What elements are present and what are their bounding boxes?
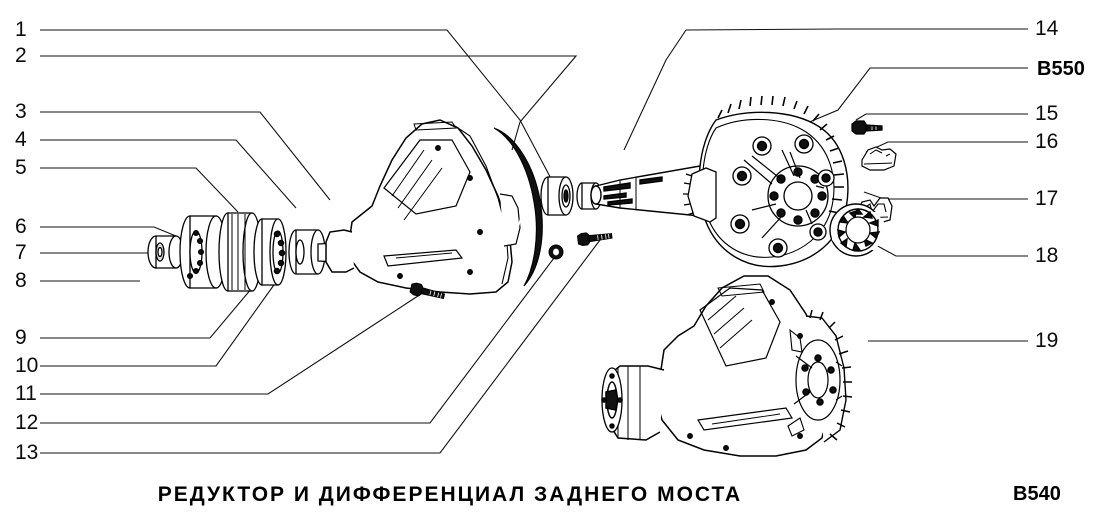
- callout-label-9: 9: [15, 326, 27, 349]
- callout-label-11: 11: [15, 382, 37, 405]
- callout-label-14: 14: [1035, 17, 1059, 40]
- carrier-gasket: [493, 127, 543, 287]
- callout-label-15: 15: [1035, 102, 1059, 125]
- sheet-code-label: B540: [1013, 483, 1061, 505]
- callout-label-16: 16: [1035, 130, 1059, 153]
- pinion-shaft-assembly: [147, 212, 344, 292]
- loose-bolts-and-washers: [409, 229, 613, 303]
- final-drive-assembly: [601, 275, 853, 457]
- callout-label-17: 17: [1035, 187, 1059, 210]
- callout-label-8: 8: [15, 269, 27, 292]
- callout-label-19: 19: [1035, 329, 1059, 352]
- callout-label-1: 1: [15, 18, 27, 41]
- lock-plate-16: [861, 146, 897, 171]
- ring-nut-adjuster-18: [829, 203, 884, 257]
- callout-label-18: 18: [1035, 244, 1059, 267]
- callout-label-10: 10: [15, 354, 39, 377]
- diagram-title: РЕДУКТОР И ДИФФЕРЕНЦИАЛ ЗАДНЕГО МОСТА: [157, 483, 743, 506]
- callout-label-3: 3: [15, 100, 27, 123]
- leader-lines-left: [40, 29, 601, 454]
- small-hardware-parts: [851, 120, 897, 225]
- callout-label-12: 12: [15, 411, 39, 434]
- lock-washer-13: [548, 244, 564, 260]
- callout-label-5: 5: [15, 156, 27, 179]
- callout-label-6: 6: [15, 215, 27, 238]
- cap-bolt-15: [851, 120, 883, 135]
- callout-label-13: 13: [15, 441, 39, 464]
- inset-code-label: B550: [1037, 58, 1085, 80]
- callout-label-4: 4: [15, 128, 27, 151]
- callout-label-2: 2: [15, 44, 27, 67]
- carrier-housing: [325, 119, 521, 295]
- callout-label-7: 7: [15, 241, 27, 264]
- differential-case-assembly: [683, 95, 849, 268]
